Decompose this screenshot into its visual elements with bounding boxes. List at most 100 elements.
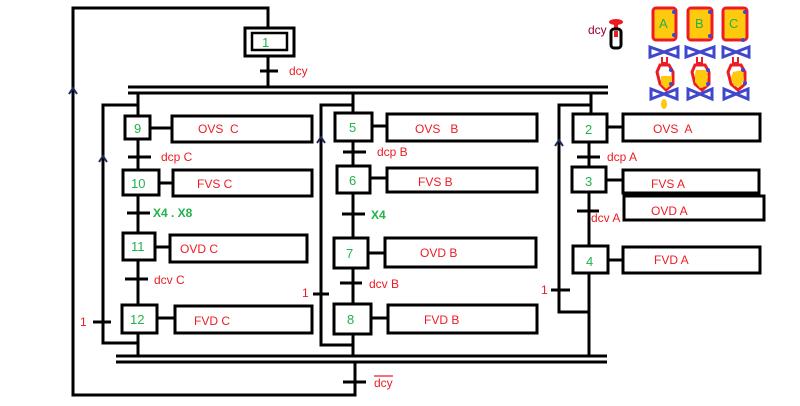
- divergence-and-bar: [128, 85, 608, 95]
- initial-step-1[interactable]: 1: [243, 26, 296, 58]
- action-ovd-c: OVD C: [168, 233, 309, 264]
- action-fvs-c: FVS C: [171, 168, 314, 198]
- tank-icon: [686, 6, 714, 42]
- step-number: 7: [346, 246, 353, 261]
- step-number: 10: [131, 176, 145, 191]
- transition-label: 1: [541, 283, 548, 297]
- transition-label: dcv C: [154, 273, 185, 287]
- branch-a: 1 2 OVS A dcp A 3 FVS A OVD A: [541, 93, 766, 356]
- svg-text:FVS A: FVS A: [651, 177, 685, 191]
- svg-text:FVS C: FVS C: [197, 177, 233, 191]
- dcy-push-button[interactable]: dcy: [588, 19, 623, 50]
- transition-loop-c[interactable]: 1: [80, 315, 111, 329]
- step-number: 4: [586, 254, 593, 269]
- step-number: 8: [347, 312, 354, 327]
- transition-label: dcp B: [377, 145, 408, 159]
- svg-text:FVD C: FVD C: [194, 314, 230, 328]
- step-9[interactable]: 9: [123, 114, 152, 141]
- branch-c: 1 9 OVS C dcp C 10 FVS C X4 . X8: [80, 93, 314, 356]
- transition-label: 1: [302, 286, 309, 300]
- button-label: dcy: [588, 23, 607, 37]
- arrow-up-icon: [98, 154, 108, 163]
- transition-dcv-c[interactable]: dcv C: [125, 273, 185, 287]
- step-5[interactable]: 5: [333, 111, 374, 143]
- transition-dcv-a[interactable]: dcv A: [577, 209, 620, 225]
- action-fvd-a: FVD A: [621, 245, 762, 275]
- transition-label: X4 . X8: [153, 206, 193, 220]
- step-number: 6: [349, 173, 356, 188]
- transition-label: dcv B: [369, 277, 399, 291]
- step-12[interactable]: 12: [120, 303, 159, 335]
- step-number: 11: [131, 239, 145, 254]
- transition-label: dcp A: [607, 150, 637, 164]
- transition-label: dcp C: [161, 150, 193, 164]
- action-ovs-b: OVS B: [385, 112, 539, 143]
- svg-text:OVS B: OVS B: [415, 122, 458, 136]
- action-ovd-a: OVD A: [622, 194, 766, 222]
- transition-label: dcv A: [591, 211, 620, 225]
- step-4[interactable]: 4: [571, 244, 610, 275]
- transition-end-not-dcy[interactable]: dcy: [343, 375, 393, 390]
- tank-b: B: [684, 6, 716, 102]
- svg-text:FVS B: FVS B: [418, 175, 453, 189]
- step-8[interactable]: 8: [332, 302, 373, 336]
- transition-dcp-b[interactable]: dcp B: [343, 145, 408, 159]
- transition-label: dcy: [289, 64, 308, 78]
- transition-dcp-a[interactable]: dcp A: [577, 150, 637, 164]
- tank-label: A: [659, 16, 668, 31]
- convergence-and-bar: [116, 354, 607, 364]
- step-number: 5: [349, 120, 356, 135]
- step-7[interactable]: 7: [332, 236, 370, 270]
- transition-label: dcy: [374, 376, 393, 390]
- svg-text:OVS A: OVS A: [653, 122, 692, 136]
- arrow-up-icon: [554, 138, 564, 147]
- step-number: 9: [134, 121, 141, 136]
- branch-b: 1 5 OVS B dcp B 6 FVS B X4: [302, 93, 539, 356]
- action-fvd-c: FVD C: [173, 304, 314, 335]
- action-fvs-a: FVS A: [621, 168, 761, 195]
- step-10[interactable]: 10: [121, 168, 161, 197]
- tank-icon: [651, 6, 678, 42]
- transition-loop-a[interactable]: 1: [541, 283, 570, 297]
- action-ovs-c: OVS C: [170, 114, 314, 144]
- svg-text:OVD A: OVD A: [651, 204, 688, 218]
- step-number: 2: [585, 122, 592, 137]
- step-number: 12: [130, 312, 144, 327]
- action-fvd-b: FVD B: [386, 303, 539, 335]
- tank-c: C: [721, 6, 751, 102]
- transition-x4-x8[interactable]: X4 . X8: [127, 206, 193, 220]
- transition-label: 1: [80, 315, 87, 329]
- transition-loop-b[interactable]: 1: [302, 286, 329, 300]
- tank-a: A: [648, 6, 680, 109]
- valve-icon: [648, 44, 669, 60]
- tank-icon: [721, 6, 749, 42]
- transition-dcv-b[interactable]: dcv B: [340, 277, 399, 291]
- svg-text:OVS C: OVS C: [198, 122, 239, 136]
- transition-start-dcy[interactable]: dcy: [260, 64, 308, 78]
- svg-text:OVD C: OVD C: [180, 242, 218, 256]
- arrow-up-icon: [68, 86, 78, 95]
- action-ovd-b: OVD B: [383, 236, 538, 269]
- transition-x4[interactable]: X4: [342, 208, 386, 222]
- valve-icon: [721, 44, 741, 60]
- step-11[interactable]: 11: [121, 231, 157, 262]
- step-number: 3: [585, 174, 592, 189]
- svg-text:FVD A: FVD A: [654, 253, 689, 267]
- outer-return-loop: [68, 6, 357, 397]
- transition-dcp-c[interactable]: dcp C: [128, 150, 193, 164]
- action-fvs-b: FVS B: [385, 166, 539, 194]
- step-6[interactable]: 6: [335, 164, 372, 195]
- step-2[interactable]: 2: [571, 112, 609, 144]
- action-ovs-a: OVS A: [621, 112, 762, 143]
- valve-icon: [684, 44, 705, 60]
- transition-label: X4: [371, 208, 386, 222]
- step-number: 1: [262, 35, 269, 50]
- svg-text:FVD B: FVD B: [424, 313, 459, 327]
- tank-label: B: [695, 16, 704, 31]
- svg-text:OVD B: OVD B: [420, 246, 457, 260]
- step-3[interactable]: 3: [570, 165, 608, 194]
- process-illustration: A B C: [648, 6, 751, 109]
- arrow-up-icon: [316, 135, 326, 144]
- push-button-icon: [609, 19, 623, 50]
